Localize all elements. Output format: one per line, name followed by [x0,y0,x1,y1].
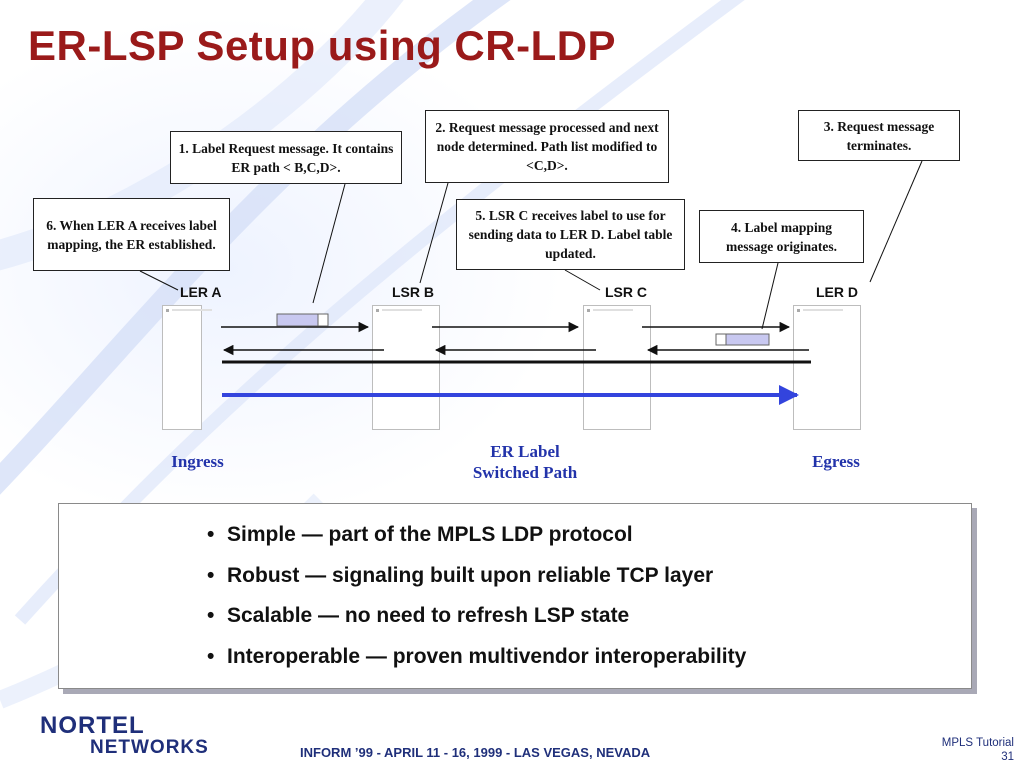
er-path-label: ER Label Switched Path [440,441,610,483]
router-lsr-c [583,305,651,430]
logo-line-1: NORTEL [40,712,145,739]
callout-label-mapping-text: 4. Label mapping message originates. [726,219,837,254]
benefits-box: •Simple — part of the MPLS LDP protocol … [58,503,972,689]
node-label-lsr-c: LSR C [605,284,647,300]
benefit-text: Robust — signaling built upon reliable T… [227,563,714,587]
router-ler-d [793,305,861,430]
node-label-ler-a: LER A [180,284,222,300]
page-title: ER-LSP Setup using CR-LDP [28,22,617,69]
event-footer: INFORM ’99 - APRIL 11 - 16, 1999 - LAS V… [300,745,651,760]
callout-request-terminates-text: 3. Request message terminates. [823,118,935,153]
callout-lsr-c-receives: 5. LSR C receives label to use for sendi… [456,199,685,270]
benefits-list: •Simple — part of the MPLS LDP protocol … [207,521,746,683]
callout-label-mapping: 4. Label mapping message originates. [699,210,864,263]
logo-line-2: NETWORKS [90,737,209,758]
router-lsr-b [372,305,440,430]
benefit-item: • Simple — part of the MPLS LDP protocol [207,521,746,562]
benefit-text: Simple — part of the MPLS LDP protocol [227,523,633,546]
callout-er-established-text: 6. When LER A receives label mapping, th… [46,217,217,252]
slide-info: MPLS Tutorial 31 [942,736,1014,764]
series-name: MPLS Tutorial [941,737,1014,749]
bullet-icon: • [207,604,215,627]
benefit-item: • Scalable — no need to refresh LSP state [207,602,746,643]
er-path-label-line1: ER Label [490,442,560,461]
er-path-label-line2: Switched Path [472,463,578,482]
callout-label-request: 1. Label Request message. It contains ER… [170,131,402,184]
callout-er-established: 6. When LER A receives label mapping, th… [33,198,230,271]
bullet-icon: • [207,644,215,668]
callout-request-terminates: 3. Request message terminates. [798,110,960,161]
ingress-label: Ingress [171,452,224,471]
callout-request-processed: 2. Request message processed and next no… [425,110,669,183]
benefit-item: • Interoperable — proven multivendor inte… [207,643,746,684]
nortel-logo: NORTEL NETWORKS [40,714,209,758]
callout-label-request-text: 1. Label Request message. It contains ER… [178,140,394,175]
node-label-lsr-b: LSR B [392,284,434,300]
benefit-text: Interoperable — proven multivendor inter… [227,644,747,668]
bullet-icon: • [207,563,215,587]
page-number: 31 [1001,751,1014,763]
router-ler-a [162,305,212,430]
callout-request-processed-text: 2. Request message processed and next no… [435,120,659,173]
benefit-text: Scalable — no need to refresh LSP state [227,604,630,627]
egress-label: Egress [812,452,860,471]
bullet-icon: • [207,523,215,546]
node-label-ler-d: LER D [816,284,858,300]
benefit-item: • Robust — signaling built upon reliable … [207,562,746,603]
callout-lsr-c-receives-text: 5. LSR C receives label to use for sendi… [468,208,673,261]
